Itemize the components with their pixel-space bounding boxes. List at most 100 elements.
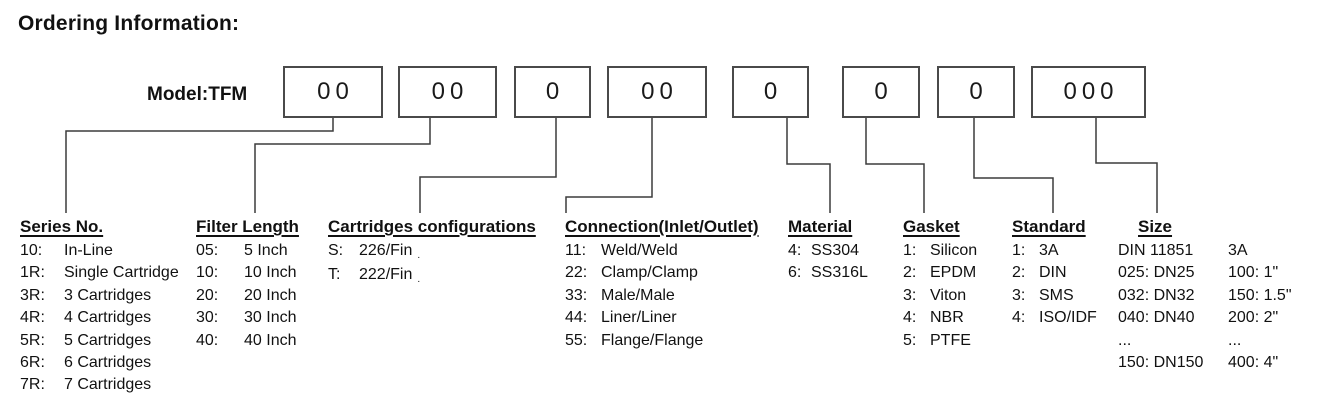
column-filter-length: Filter Length 05:5 Inch 10:10 Inch 20:20… (196, 216, 299, 352)
connector-line-cartridges (419, 118, 557, 213)
code-item: 30: 30 Inch (196, 307, 299, 329)
code-item: 10:In-Line (20, 240, 179, 262)
code-item: 22:Clamp/Clamp (565, 262, 759, 284)
code-item: 11:Weld/Weld (565, 240, 759, 262)
standard-items: 1:3A 2:DIN 3:SMS 4:ISO/IDF (1012, 240, 1097, 330)
size-item: DIN 11851 (1118, 242, 1194, 259)
item-code: 30: (196, 309, 219, 327)
item-label: 5 Cartridges (64, 331, 152, 349)
code-item: 4:SS304 (788, 240, 868, 262)
size-item: 040: DN40 (1118, 309, 1195, 327)
size-subcolumn-din: DIN 11851 025: DN25 032: DN32 040: DN40 … (1118, 240, 1228, 374)
column-material: Material 4:SS304 6:SS316L (788, 216, 868, 285)
item-note: . (417, 274, 421, 286)
column-header-size: Size (1138, 217, 1173, 236)
column-connection: Connection(Inlet/Outlet) 11:Weld/Weld 22… (565, 216, 759, 352)
code-item: 3:Viton (903, 285, 977, 307)
connector-line-material (786, 118, 831, 213)
model-digit-box: 00 (398, 66, 497, 118)
item-label: EPDM (930, 264, 977, 282)
item-code: 11: (565, 242, 587, 259)
item-label: SS304 (811, 242, 860, 259)
item-label: Flange/Flange (601, 331, 704, 349)
item-label: SMS (1039, 286, 1074, 304)
gasket-items: 1:Silicon 2: EPDM 3:Viton 4: NBR 5:PTFE (903, 240, 977, 352)
code-item: 6R:6 Cartridges (20, 352, 179, 374)
column-header-cartridges-configurations: Cartridges configurations (328, 217, 536, 236)
item-code: 3R: (20, 286, 45, 304)
item-code: 2: (1012, 264, 1026, 282)
item-label: Viton (930, 286, 967, 304)
item-code: 40: (196, 331, 219, 349)
code-item: 6: SS316L (788, 262, 868, 284)
size-item: 150: 1.5" (1228, 286, 1292, 304)
item-label: Male/Male (601, 286, 675, 304)
item-code: 10: (196, 264, 219, 282)
code-item: 1R:Single Cartridge (20, 262, 179, 284)
item-code: 3: (1012, 286, 1026, 304)
item-label: Silicon (930, 242, 978, 259)
code-item: 4: ISO/IDF (1012, 307, 1097, 329)
item-label: Clamp/Clamp (601, 264, 698, 282)
column-standard: Standard 1:3A 2:DIN 3:SMS 4:ISO/IDF (1012, 216, 1097, 330)
model-digit-box: 00 (607, 66, 707, 118)
code-item: 4R:4 Cartridges (20, 307, 179, 329)
item-note: . (417, 250, 421, 261)
model-digit-box: 00 (283, 66, 383, 118)
code-item: S:226/Fin. (328, 240, 536, 264)
item-label: 10 Inch (244, 264, 297, 282)
item-code: 2: (903, 264, 917, 282)
item-code: 6: (788, 264, 802, 282)
item-code: S: (328, 242, 344, 259)
model-digit-box: 0 (732, 66, 809, 118)
model-digit-box: 0 (842, 66, 920, 118)
item-label: 30 Inch (244, 309, 297, 327)
column-gasket: Gasket 1:Silicon 2:EPDM 3:Viton 4:NBR 5:… (903, 216, 977, 352)
item-code: 55: (565, 331, 588, 349)
item-label: 3A (1039, 242, 1059, 259)
section-title: Ordering Information: (18, 12, 240, 35)
model-digit-box: 000 (1031, 66, 1146, 118)
size-item: 3A (1228, 242, 1248, 259)
size-subcolumns: DIN 11851 025: DN25 032: DN32 040: DN40 … (1118, 240, 1292, 374)
item-label: 40 Inch (244, 331, 297, 349)
item-code: 44: (565, 309, 588, 327)
code-item: T: 222/Fin. (328, 264, 536, 288)
column-series-no: Series No. 10:In-Line 1R:Single Cartridg… (20, 216, 179, 397)
connector-line-filter (254, 118, 431, 213)
item-label: 222/Fin (359, 266, 413, 284)
size-item: ... (1118, 331, 1132, 349)
code-item: 10: 10 Inch (196, 262, 299, 284)
item-label: ISO/IDF (1039, 309, 1097, 327)
column-header-standard: Standard (1012, 217, 1086, 236)
item-code: 4: (903, 309, 917, 327)
code-item: 44: Liner/Liner (565, 307, 759, 329)
code-item: 55: Flange/Flange (565, 330, 759, 352)
item-label: PTFE (930, 331, 971, 349)
item-code: 20: (196, 286, 219, 304)
code-item: 5:PTFE (903, 330, 977, 352)
item-code: T: (328, 266, 341, 284)
series-no-items: 10:In-Line 1R:Single Cartridge 3R: 3 Cart… (20, 240, 179, 397)
size-item: 200: 2" (1228, 309, 1279, 327)
model-digit-boxes: 00 00 0 00 0 0 0 000 (0, 66, 1324, 118)
item-label: NBR (930, 309, 964, 327)
item-label: 3 Cartridges (64, 286, 152, 304)
item-label: SS316L (811, 264, 868, 282)
code-item: 1:Silicon (903, 240, 977, 262)
item-code: 10: (20, 242, 43, 259)
item-label: Liner/Liner (601, 309, 677, 327)
code-item: 05:5 Inch (196, 240, 299, 262)
item-code: 4R: (20, 309, 45, 327)
item-code: 4: (1012, 309, 1026, 327)
size-item: 025: DN25 (1118, 264, 1195, 282)
item-code: 33: (565, 286, 588, 304)
code-item: 5R: 5 Cartridges (20, 330, 179, 352)
code-item: 40: 40 Inch (196, 330, 299, 352)
code-item: 3R: 3 Cartridges (20, 285, 179, 307)
item-code: 5R: (20, 331, 45, 349)
size-item: ... (1228, 331, 1242, 349)
connector-line-standard (973, 118, 1054, 213)
item-label: 7 Cartridges (64, 376, 152, 394)
